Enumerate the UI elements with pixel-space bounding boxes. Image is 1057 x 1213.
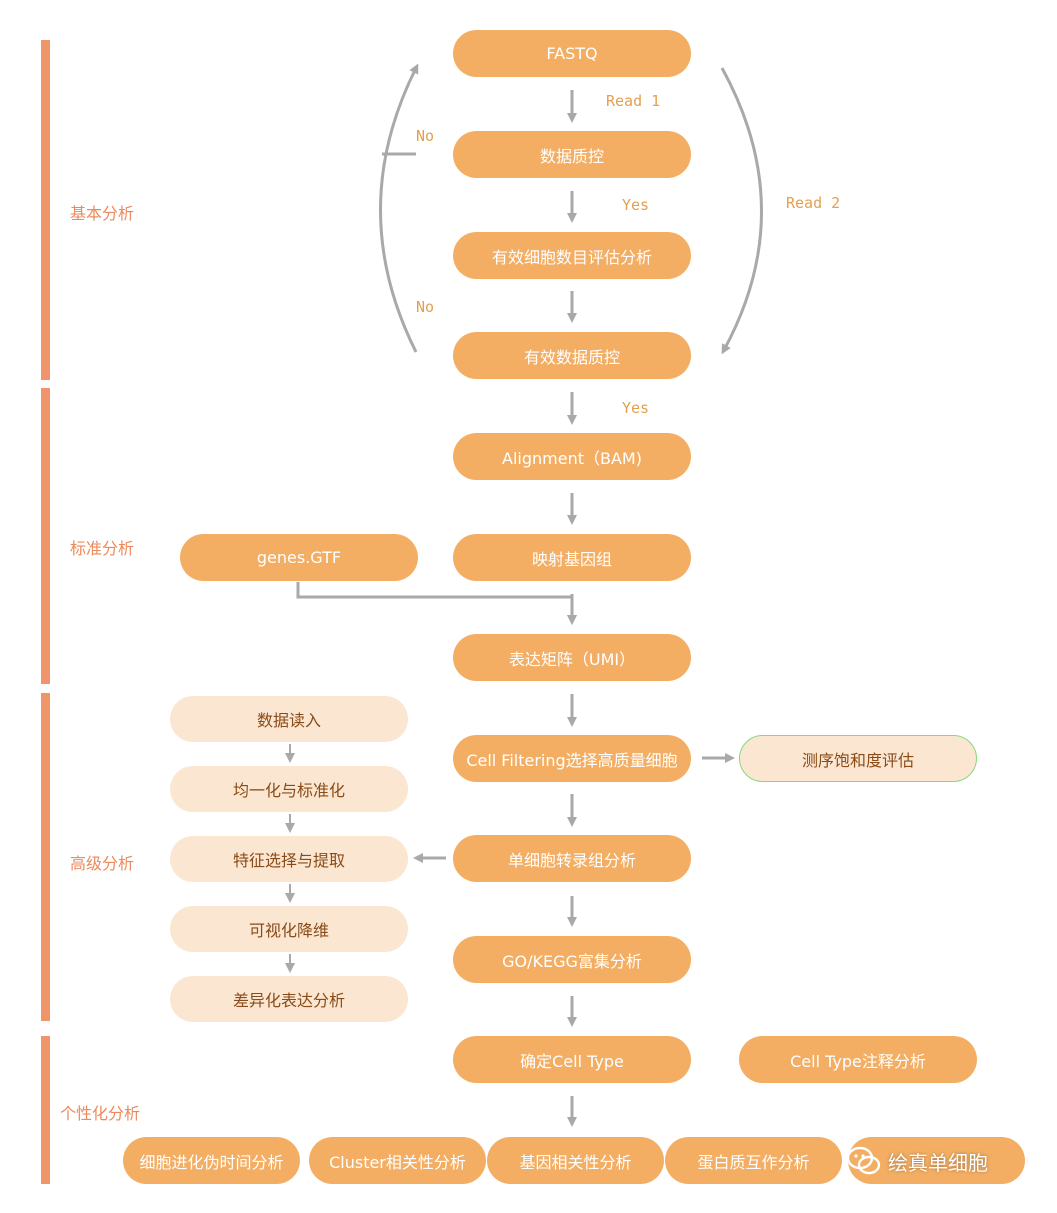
watermark-text: 绘真单细胞 (888, 1150, 988, 1175)
node-fastq: FASTQ (453, 30, 691, 77)
node-valid-qc: 有效数据质控 (453, 332, 691, 379)
personalized-protein: 蛋白质互作分析 (665, 1137, 842, 1184)
section-label-standard: 标准分析 (70, 539, 135, 558)
personalized-pseudotime: 细胞进化伪时间分析 (123, 1137, 300, 1184)
arrow-no-loop (379, 63, 419, 353)
node-qc: 数据质控 (453, 131, 691, 178)
watermark: 绘真单细胞 (846, 1141, 1024, 1181)
label-yes-1: Yes (622, 196, 650, 214)
node-filtering: Cell Filtering选择高质量细胞 (453, 735, 691, 782)
label-read2: Read 2 (786, 194, 841, 212)
node-cell-type: 确定Cell Type (453, 1036, 691, 1083)
label-read1: Read 1 (606, 92, 661, 110)
arrow-read2-arc (720, 67, 763, 355)
node-genome: 映射基因组 (453, 534, 691, 581)
section-label-personalized: 个性化分析 (60, 1104, 141, 1123)
label-no-2: No (416, 298, 435, 316)
section-label-advanced: 高级分析 (70, 854, 135, 873)
node-saturation: 测序饱和度评估 (739, 735, 977, 782)
node-enrichment: GO/KEGG富集分析 (453, 936, 691, 983)
section-bar-standard (41, 388, 50, 684)
side-step-read: 数据读入 (170, 696, 408, 742)
side-step-de: 差异化表达分析 (170, 976, 408, 1022)
node-gtf: genes.GTF (180, 534, 418, 581)
section-bar-personalized (41, 1036, 50, 1184)
section-bar-advanced (41, 693, 50, 1021)
node-annotation: Cell Type注释分析 (739, 1036, 977, 1083)
side-step-feature: 特征选择与提取 (170, 836, 408, 882)
wechat-icon (846, 1146, 881, 1175)
arrow-gtf-umi (296, 582, 577, 625)
personalized-cluster: Cluster相关性分析 (309, 1137, 486, 1184)
node-cell-count: 有效细胞数目评估分析 (453, 232, 691, 279)
section-bar-basic (41, 40, 50, 380)
node-umi: 表达矩阵（UMI） (453, 634, 691, 681)
section-label-basic: 基本分析 (70, 204, 135, 223)
label-yes-2: Yes (622, 399, 650, 417)
node-alignment: Alignment（BAM) (453, 433, 691, 480)
personalized-gene: 基因相关性分析 (487, 1137, 664, 1184)
side-step-normalize: 均一化与标准化 (170, 766, 408, 812)
node-transcriptome: 单细胞转录组分析 (453, 835, 691, 882)
side-step-reduction: 可视化降维 (170, 906, 408, 952)
label-no-1: No (416, 127, 435, 145)
